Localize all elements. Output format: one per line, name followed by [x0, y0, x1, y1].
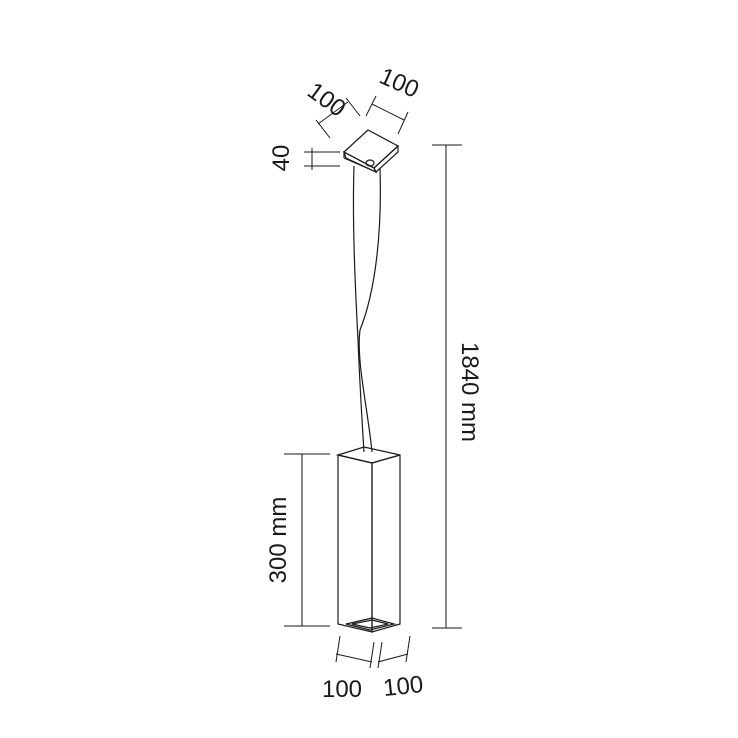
- extension-line: [345, 97, 361, 117]
- canopy-front-face: [342, 150, 378, 174]
- dim-label-shade-width-left: 100: [322, 676, 362, 703]
- extension-line: [335, 635, 341, 663]
- extension-line: [397, 111, 409, 135]
- shade-bottom-inner: [351, 619, 389, 629]
- dim-line: [317, 101, 349, 125]
- canopy-top-face: [342, 129, 400, 169]
- dim-line: [371, 103, 405, 121]
- extension-line: [369, 641, 375, 669]
- dim-line: [335, 653, 373, 663]
- dim-canopy-width-left: 100: [302, 77, 361, 139]
- dim-shade-width-left: 100: [322, 635, 375, 703]
- dim-label-total-drop: 1840 mm: [456, 342, 483, 442]
- extension-line: [315, 119, 331, 139]
- dim-label-shade-height: 300 mm: [265, 497, 292, 584]
- dim-shade-height: 300 mm: [265, 453, 330, 627]
- dim-label-shade-width-right: 100: [382, 671, 425, 702]
- dim-total-drop: 1840 mm: [432, 144, 483, 629]
- dim-canopy-width-right: 100: [365, 63, 423, 135]
- dim-shade-width-right: 100: [377, 635, 425, 702]
- suspension-cables: [352, 165, 381, 453]
- canopy-edge-bottom: [343, 157, 377, 173]
- canopy: [342, 129, 400, 174]
- dim-label-canopy-height: 40: [268, 145, 295, 172]
- dim-line: [377, 653, 409, 663]
- dim-label-canopy-width-right: 100: [375, 63, 423, 104]
- extension-line: [377, 641, 383, 669]
- lamp-shade: [335, 446, 401, 633]
- extension-line: [365, 95, 377, 117]
- cable-left: [352, 165, 365, 453]
- shade-bottom-opening: [345, 617, 397, 631]
- canopy-cable-hole: [365, 159, 375, 167]
- cable-right: [358, 167, 381, 453]
- dim-canopy-height: 40: [268, 145, 340, 172]
- shade-front-face: [337, 454, 373, 633]
- extension-line: [405, 635, 411, 663]
- canopy-side-face: [373, 144, 399, 173]
- shade-side-face: [371, 454, 401, 633]
- dim-label-canopy-width-left: 100: [302, 77, 350, 122]
- shade-top-face: [335, 446, 401, 464]
